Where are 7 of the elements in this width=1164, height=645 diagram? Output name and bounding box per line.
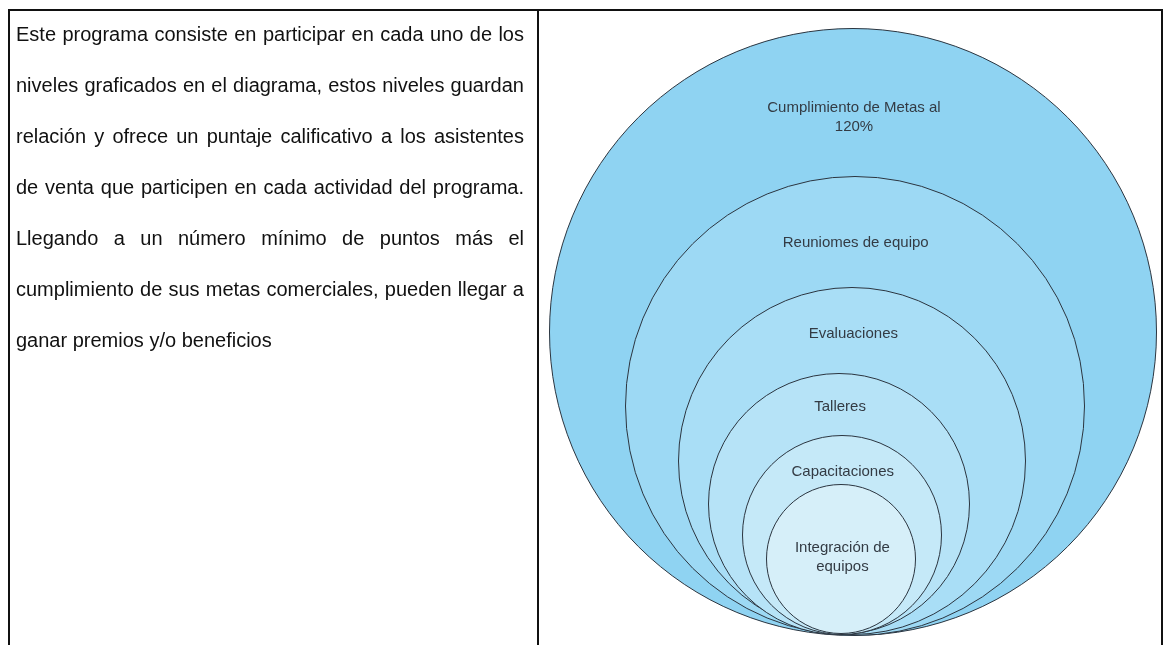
- level-label: Capacitaciones: [790, 460, 896, 480]
- level-label: Talleres: [813, 396, 867, 416]
- paragraph: Este programa consiste en participar en cada uno de los niveles graficados en el diagrama, estos niveles guardan relación y ofrece un puntaje calificativo a los asistentes de venta que participen en cada actividad del programa. Llegando a un número mínimo de puntos más el cumplimiento de sus metas comerciales, pueden llegar a ganar premios y/o beneficios: [16, 22, 524, 353]
- level-label: Reuniomes de equipo: [781, 231, 930, 251]
- level-label: Evaluaciones: [807, 323, 899, 343]
- level-label: Cumplimiento de Metas al 120%: [766, 97, 942, 135]
- level-label: Integración de equipos: [793, 537, 891, 576]
